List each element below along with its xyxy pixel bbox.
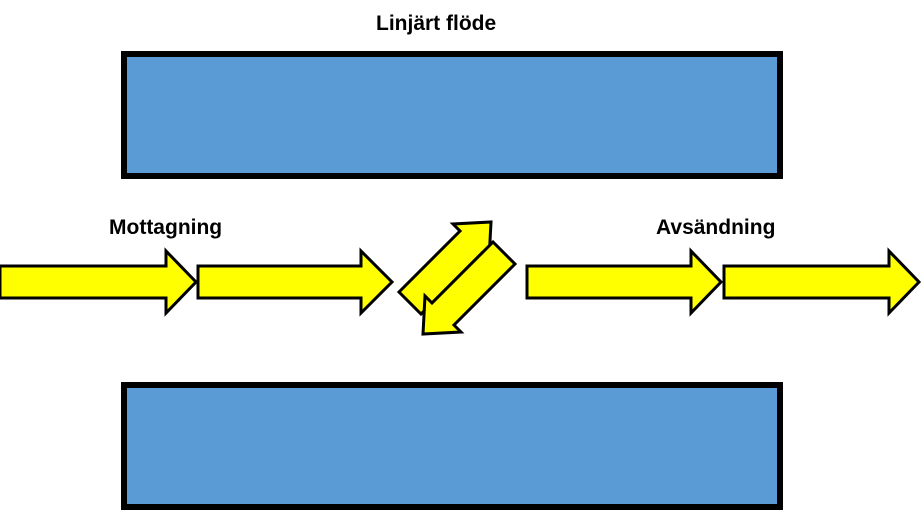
label-shipping: Avsändning <box>656 216 776 239</box>
right-arrow-icon <box>196 247 395 317</box>
label-receiving: Mottagning <box>109 216 223 239</box>
diagram-title: Linjärt flöde <box>376 12 497 35</box>
right-arrow-icon <box>525 247 724 317</box>
right-arrow-icon <box>0 247 199 317</box>
shipping-arrows <box>525 247 922 317</box>
diagonal-down-left-arrow-icon <box>421 239 518 336</box>
receiving-arrows <box>0 247 395 317</box>
bidirectional-diagonal-arrows-icon <box>396 220 518 336</box>
top-rack <box>121 51 783 179</box>
bottom-rack <box>121 382 783 510</box>
right-arrow-icon <box>722 247 922 317</box>
